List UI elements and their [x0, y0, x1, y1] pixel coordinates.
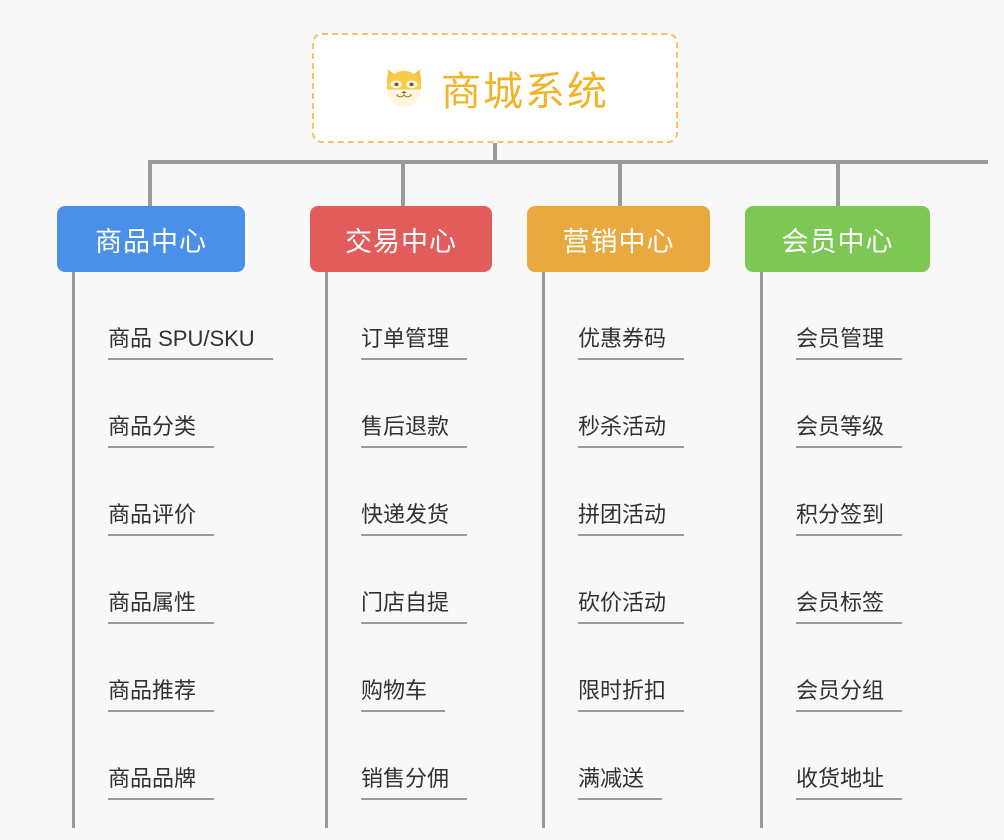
column-spine-2: [542, 272, 545, 828]
leaf-item[interactable]: 商品推荐: [72, 624, 273, 712]
category-label-2: 营销中心: [562, 226, 675, 257]
leaf-item[interactable]: 商品 SPU/SKU: [72, 272, 273, 360]
leaf-item[interactable]: 秒杀活动: [542, 360, 685, 448]
leaf-item[interactable]: 销售分佣: [325, 712, 468, 800]
category-box-3[interactable]: 会员中心: [745, 206, 930, 272]
connector-drop-1: [401, 160, 405, 208]
leaf-label: 购物车: [361, 678, 446, 712]
leaf-item[interactable]: 购物车: [325, 624, 467, 712]
leaf-label: 售后退款: [361, 414, 468, 448]
leaf-label: 拼团活动: [578, 502, 685, 536]
leaf-column-1: 订单管理 售后退款 快递发货 门店自提 购物车 销售分佣: [325, 272, 468, 828]
leaf-label: 会员分组: [796, 678, 903, 712]
connector-drop-3: [836, 160, 840, 208]
leaf-item[interactable]: 限时折扣: [542, 624, 685, 712]
leaf-item[interactable]: 订单管理: [325, 272, 468, 360]
root-title: 商城系统: [441, 70, 609, 114]
leaf-label: 满减送: [578, 766, 663, 800]
leaf-item[interactable]: 售后退款: [325, 360, 468, 448]
leaf-label: 销售分佣: [361, 766, 468, 800]
leaf-item[interactable]: 砍价活动: [542, 536, 685, 624]
category-label-3: 会员中心: [781, 226, 894, 257]
leaf-item[interactable]: 商品分类: [72, 360, 273, 448]
leaf-label: 积分签到: [796, 502, 903, 536]
leaf-label: 优惠券码: [578, 326, 685, 360]
leaf-item[interactable]: 商品评价: [72, 448, 273, 536]
leaf-item[interactable]: 门店自提: [325, 536, 468, 624]
category-label-1: 交易中心: [345, 226, 457, 257]
category-box-0[interactable]: 商品中心: [57, 206, 245, 272]
connector-drop-2: [618, 160, 622, 208]
leaf-label: 会员等级: [796, 414, 903, 448]
leaf-label: 商品品牌: [108, 766, 215, 800]
connector-stem: [493, 143, 497, 163]
leaf-label: 商品属性: [108, 590, 215, 624]
leaf-label: 商品评价: [108, 502, 215, 536]
leaf-item[interactable]: 拼团活动: [542, 448, 685, 536]
leaf-item[interactable]: 收货地址: [760, 712, 903, 800]
leaf-item[interactable]: 商品品牌: [72, 712, 273, 800]
leaf-column-2: 优惠券码 秒杀活动 拼团活动 砍价活动 限时折扣 满减送: [542, 272, 685, 828]
column-spine-0: [72, 272, 75, 828]
leaf-label: 商品分类: [108, 414, 215, 448]
leaf-item[interactable]: 会员管理: [760, 272, 903, 360]
leaf-label: 砍价活动: [578, 590, 685, 624]
dog-face-icon: [381, 65, 427, 111]
leaf-item[interactable]: 优惠券码: [542, 272, 685, 360]
category-label-0: 商品中心: [95, 226, 207, 257]
category-box-1[interactable]: 交易中心: [310, 206, 492, 272]
leaf-label: 商品推荐: [108, 678, 215, 712]
leaf-label: 秒杀活动: [578, 414, 685, 448]
leaf-label: 商品 SPU/SKU: [108, 326, 273, 360]
leaf-label: 快递发货: [361, 502, 468, 536]
leaf-item[interactable]: 快递发货: [325, 448, 468, 536]
leaf-item[interactable]: 会员标签: [760, 536, 903, 624]
leaf-label: 会员管理: [796, 326, 903, 360]
leaf-item[interactable]: 满减送: [542, 712, 684, 800]
leaf-item[interactable]: 会员分组: [760, 624, 903, 712]
leaf-item[interactable]: 商品属性: [72, 536, 273, 624]
leaf-label: 订单管理: [361, 326, 468, 360]
leaf-label: 门店自提: [361, 590, 468, 624]
root-node-card: 商城系统: [312, 33, 678, 143]
connector-drop-0: [148, 160, 152, 208]
column-spine-1: [325, 272, 328, 828]
leaf-item[interactable]: 积分签到: [760, 448, 903, 536]
leaf-column-0: 商品 SPU/SKU 商品分类 商品评价 商品属性 商品推荐 商品品牌: [72, 272, 273, 828]
leaf-label: 会员标签: [796, 590, 903, 624]
column-spine-3: [760, 272, 763, 828]
leaf-label: 限时折扣: [578, 678, 685, 712]
category-box-2[interactable]: 营销中心: [527, 206, 710, 272]
leaf-item[interactable]: 会员等级: [760, 360, 903, 448]
leaf-label: 收货地址: [796, 766, 903, 800]
leaf-column-3: 会员管理 会员等级 积分签到 会员标签 会员分组 收货地址: [760, 272, 903, 828]
connector-bus: [148, 160, 988, 164]
